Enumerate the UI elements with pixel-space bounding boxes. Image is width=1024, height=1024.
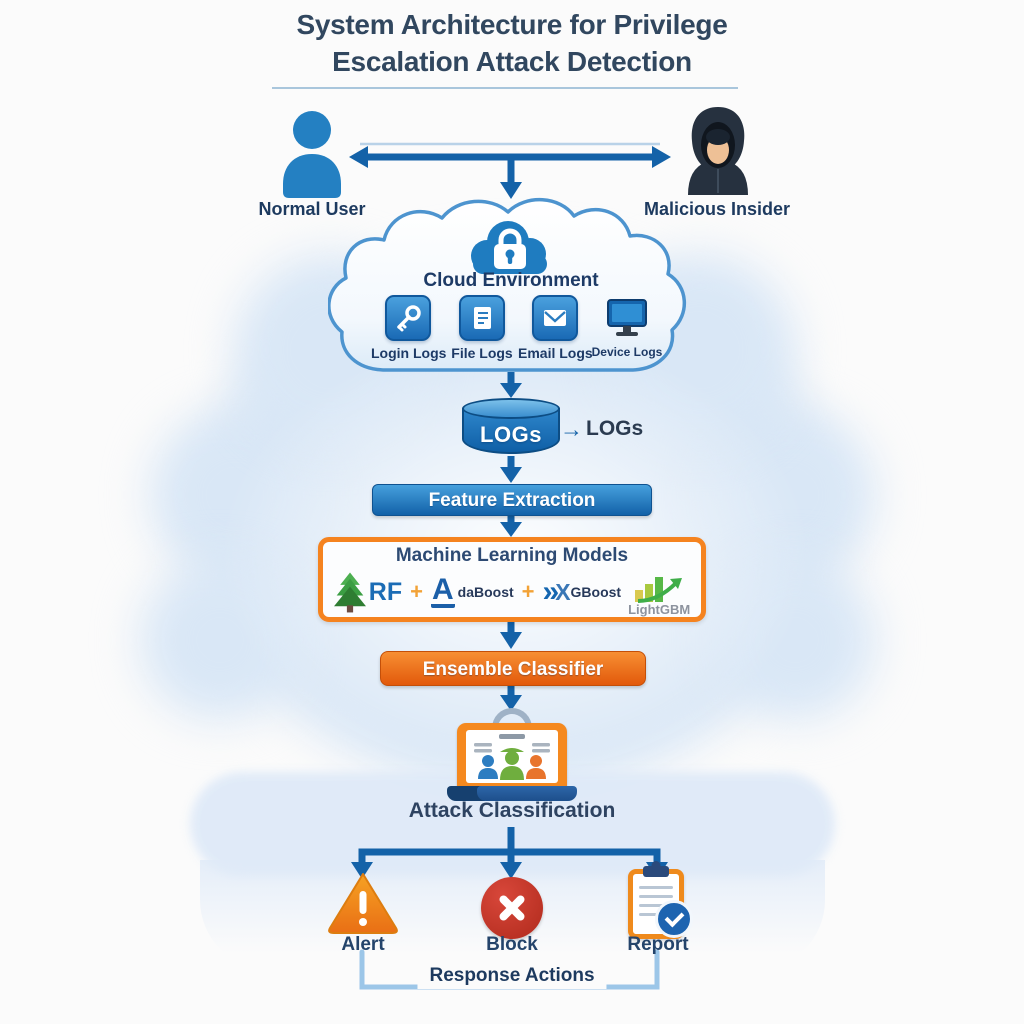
title-underline bbox=[272, 87, 738, 89]
model-rf: RF bbox=[333, 571, 403, 613]
xgboost-logo: » bbox=[542, 575, 560, 608]
alert-label: Alert bbox=[341, 934, 385, 955]
log-source-file: File Logs bbox=[445, 295, 519, 361]
logs-side-annotation: → LOGs bbox=[560, 416, 643, 442]
key-icon bbox=[385, 295, 431, 341]
tree-icon bbox=[333, 572, 366, 613]
report-line bbox=[639, 886, 673, 889]
monitor-icon bbox=[604, 295, 650, 341]
bar-chart-arrow-icon bbox=[635, 576, 683, 603]
ml-models-row: RF + A daBoost + » X GBoost bbox=[323, 568, 701, 617]
checkmark bbox=[664, 907, 685, 928]
xgboost-label: GBoost bbox=[570, 584, 622, 600]
plus-separator: + bbox=[410, 579, 423, 604]
log-source-device: Device Logs bbox=[590, 295, 664, 359]
report-line bbox=[639, 895, 673, 898]
logs-side-label: LOGs bbox=[586, 417, 644, 440]
file-icon bbox=[459, 295, 505, 341]
cloud-environment-label: Cloud Environment bbox=[423, 270, 599, 291]
block-x-icon bbox=[481, 877, 543, 939]
ml-models-title: Machine Learning Models bbox=[395, 545, 629, 566]
adaboost-logo: A bbox=[430, 573, 455, 608]
report-check-icon bbox=[628, 861, 693, 939]
block-label: Block bbox=[486, 934, 538, 955]
feature-extraction-banner: Feature Extraction bbox=[372, 484, 652, 516]
clipboard-knob bbox=[651, 861, 661, 870]
login-logs-label: Login Logs bbox=[371, 345, 447, 361]
page-title-line1: System Architecture for Privilege bbox=[296, 9, 728, 40]
cloud-lock-icon bbox=[471, 221, 547, 274]
log-source-email: Email Logs bbox=[518, 295, 593, 361]
laptop-users-icon bbox=[447, 708, 577, 802]
device-logs-label: Device Logs bbox=[591, 345, 663, 359]
malicious-insider-label: Malicious Insider bbox=[643, 199, 791, 219]
person-icon bbox=[283, 111, 341, 198]
plus-separator: + bbox=[521, 579, 535, 604]
report-line bbox=[639, 913, 663, 916]
adaboost-label: daBoost bbox=[457, 584, 514, 600]
laptop-base-notch bbox=[447, 786, 485, 801]
rf-label: RF bbox=[368, 577, 403, 606]
attack-classification-label: Attack Classification bbox=[408, 799, 616, 822]
check-circle-icon bbox=[655, 900, 693, 938]
cylinder-top bbox=[462, 398, 560, 419]
laptop-handle bbox=[492, 708, 532, 732]
ensemble-classifier-banner: Ensemble Classifier bbox=[380, 651, 646, 686]
xgboost-x: X bbox=[555, 578, 571, 605]
logs-db-label: LOGs bbox=[480, 422, 542, 447]
page-title-line2: Escalation Attack Detection bbox=[332, 46, 692, 77]
page-title: System Architecture for Privilege Escala… bbox=[0, 6, 1024, 80]
screen-users-graphic bbox=[474, 734, 550, 780]
warning-triangle-icon bbox=[328, 873, 398, 934]
log-source-login: Login Logs bbox=[371, 295, 447, 361]
response-actions-label: Response Actions bbox=[417, 963, 607, 989]
email-logs-label: Email Logs bbox=[518, 345, 593, 361]
model-adaboost: A daBoost bbox=[430, 573, 514, 608]
email-icon bbox=[532, 295, 578, 341]
model-xgboost: » X GBoost bbox=[542, 575, 622, 608]
cloud-environment: Cloud Environment Login Logs bbox=[328, 196, 694, 382]
database-cylinder-icon: LOGs bbox=[462, 398, 560, 458]
normal-user-label: Normal User bbox=[258, 199, 366, 219]
report-label: Report bbox=[627, 934, 689, 955]
arrow-right-icon: → bbox=[560, 416, 583, 442]
model-lightgbm: LightGBM bbox=[628, 574, 690, 617]
lightgbm-label: LightGBM bbox=[628, 601, 691, 617]
hooded-hacker-icon bbox=[688, 107, 748, 195]
ml-models-box: Machine Learning Models RF + A daBoost +… bbox=[318, 537, 706, 622]
laptop-base bbox=[477, 786, 577, 801]
report-line bbox=[639, 904, 673, 907]
file-logs-label: File Logs bbox=[451, 345, 513, 361]
